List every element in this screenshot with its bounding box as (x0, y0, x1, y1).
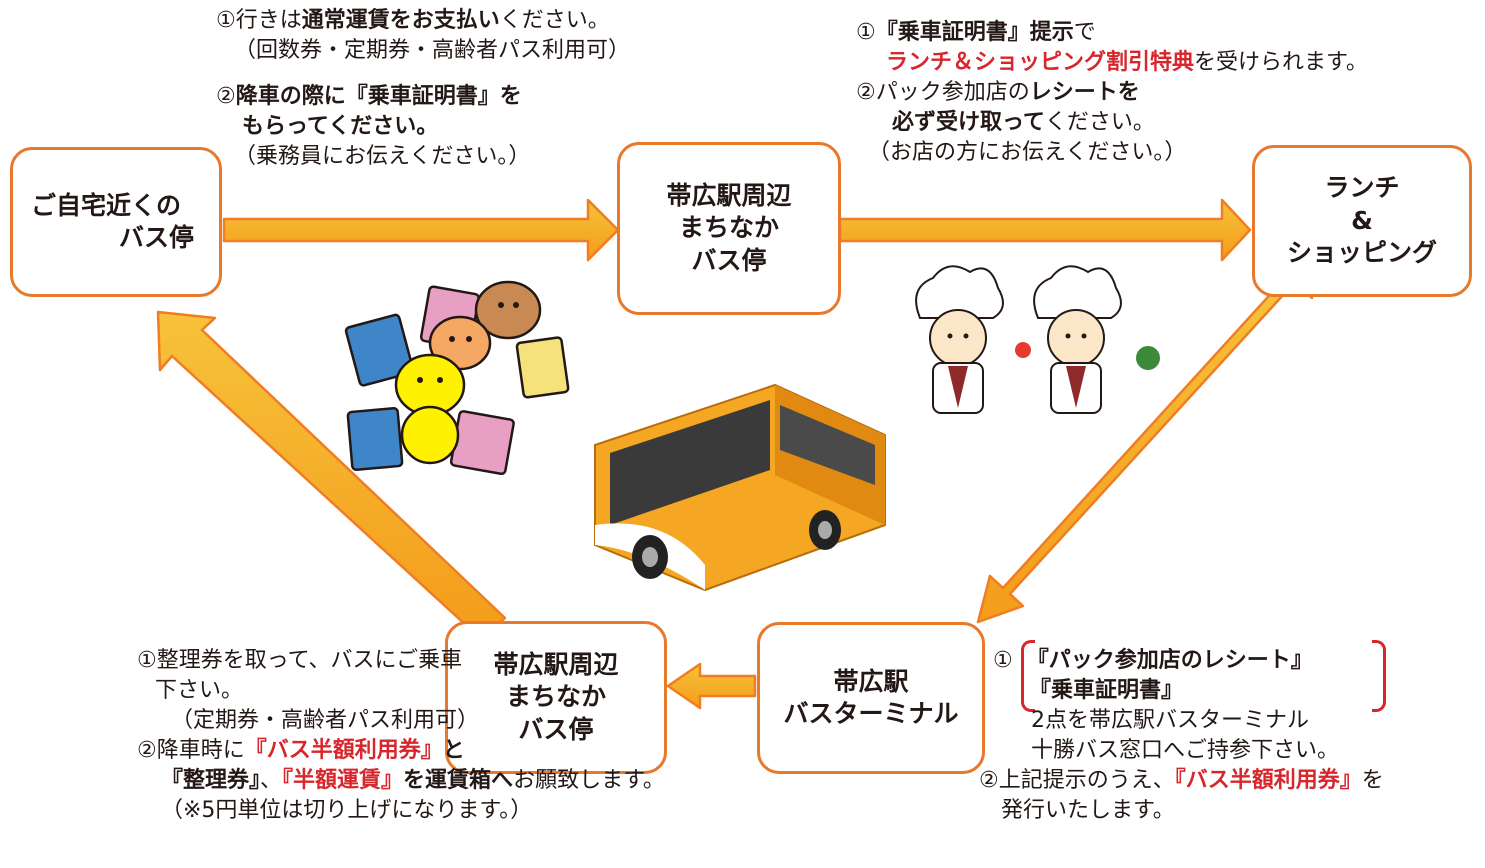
chefs-illustration (915, 265, 1160, 414)
step4-c: （定期券・高齢者パス利用可） (171, 708, 480, 733)
step3-c: 2点を帯広駅バスターミナル (1031, 708, 1309, 733)
node-machinaka-bottom-line-3: バス停 (518, 714, 594, 744)
node-home-line-2: バス停 (119, 223, 195, 252)
step1-d: もらってください。 (242, 114, 439, 139)
step4-e1: 『整理券』 (161, 768, 261, 793)
step2-d2: ください。 (1044, 110, 1155, 135)
step4-e2: 、 (260, 768, 283, 793)
arrow-terminal-to-machinaka (666, 662, 757, 710)
step4-f: （※5円単位は切り上げになります。） (161, 798, 533, 823)
shopping-cats-illustration (344, 280, 570, 476)
node-lunch-line-1: ランチ (1324, 173, 1400, 203)
step2-b2: を受けられます。 (1194, 50, 1368, 75)
step1-a1: ①行きは (216, 8, 302, 33)
step2-d1: 必ず受け取って (892, 110, 1045, 135)
step3-e2: 『バス半額利用券』 (1174, 768, 1362, 793)
step2-c1: ②パック参加店の (856, 80, 1030, 105)
step4-a: ①整理券を取って、バスにご乗車 (137, 648, 463, 673)
step3-a1: ① (993, 648, 1013, 673)
step1-e: （乗務員にお伝えください。） (234, 144, 531, 169)
arrow-lunch-to-terminal (976, 274, 1314, 624)
node-bus-terminal: 帯広駅 バスターミナル (757, 622, 985, 774)
step2-a2: 『乗車証明書』提示 (875, 20, 1074, 45)
node-machinaka-bottom-line-1: 帯広駅周辺 (493, 649, 619, 679)
step1-c1: ② (216, 84, 236, 109)
node-terminal-line-2: バスターミナル (783, 699, 959, 728)
step3-b: 『乗車証明書』 (1029, 678, 1184, 703)
step4-e5: お願致します。 (513, 768, 665, 793)
bus-illustration (594, 383, 886, 592)
node-machinaka-stop-bottom: 帯広駅周辺 まちなか バス停 (445, 621, 667, 774)
step3-right-bracket (1372, 640, 1386, 712)
step3-d: 十勝バス窓口へご持参下さい。 (1031, 738, 1340, 763)
node-machinaka-bottom-line-2: まちなか (505, 682, 606, 712)
node-home-line-1: ご自宅近くの (31, 190, 182, 220)
step3-instructions: ① 『パック参加店のレシート』 『乗車証明書』 2点を帯広駅バスターミナル 十勝バ… (979, 646, 1384, 826)
step3-e3: を (1361, 768, 1384, 793)
step2-a1: ① (856, 20, 876, 45)
node-machinaka-top-line-1: 帯広駅周辺 (666, 180, 792, 210)
step4-d3: と (442, 738, 465, 763)
step4-d2: 『バス半額利用券』 (244, 738, 443, 763)
step4-d1: ②降車時に (137, 738, 245, 763)
step2-a3: で (1073, 20, 1096, 45)
node-lunch-line-2: & (1351, 205, 1373, 235)
arrow-machinaka-to-home (156, 310, 507, 640)
node-machinaka-top-line-3: バス停 (691, 245, 767, 275)
step1-b: （回数券・定期券・高齢者パス利用可） (234, 38, 631, 63)
step1-a2: 通常運賃をお支払い (301, 8, 500, 33)
step2-e: （お店の方にお伝えください。） (868, 140, 1187, 165)
step4-e3: 『半額運賃』 (282, 768, 404, 793)
arrow-machinaka-to-lunch (838, 198, 1252, 262)
step1-a3: ください。 (499, 8, 610, 33)
node-lunch-shopping: ランチ & ショッピング (1252, 145, 1472, 297)
step2-instructions: ①『乗車証明書』提示で ランチ＆ショッピング割引特典を受けられます。 ②パック参… (856, 18, 1368, 168)
node-terminal-line-1: 帯広駅 (833, 666, 909, 696)
step4-b: 下さい。 (155, 678, 244, 703)
step4-instructions: ①整理券を取って、バスにご乗車 下さい。 （定期券・高齢者パス利用可） ②降車時… (137, 646, 665, 826)
node-home-bus-stop: ご自宅近くの バス停 (10, 147, 222, 297)
step1-instructions: ①行きは通常運賃をお支払いください。 （回数券・定期券・高齢者パス利用可） ②降… (216, 6, 630, 172)
arrow-home-to-machinaka (222, 198, 620, 262)
step3-e1: ②上記提示のうえ、 (979, 768, 1175, 793)
step3-f: 発行いたします。 (1001, 798, 1175, 823)
step3-a2: 『パック参加店のレシート』 (1026, 648, 1313, 673)
node-machinaka-top-line-2: まちなか (678, 213, 779, 243)
step3-left-bracket (1021, 640, 1035, 712)
node-machinaka-stop-top: 帯広駅周辺 まちなか バス停 (617, 142, 841, 315)
step2-c2: レシートを (1029, 80, 1140, 105)
step2-b1: ランチ＆ショッピング割引特典 (886, 50, 1195, 75)
node-lunch-line-3: ショッピング (1286, 238, 1437, 268)
step4-e4: を運賃箱へ (403, 768, 514, 793)
step1-c2: 降車の際に『乗車証明書』を (235, 84, 522, 109)
